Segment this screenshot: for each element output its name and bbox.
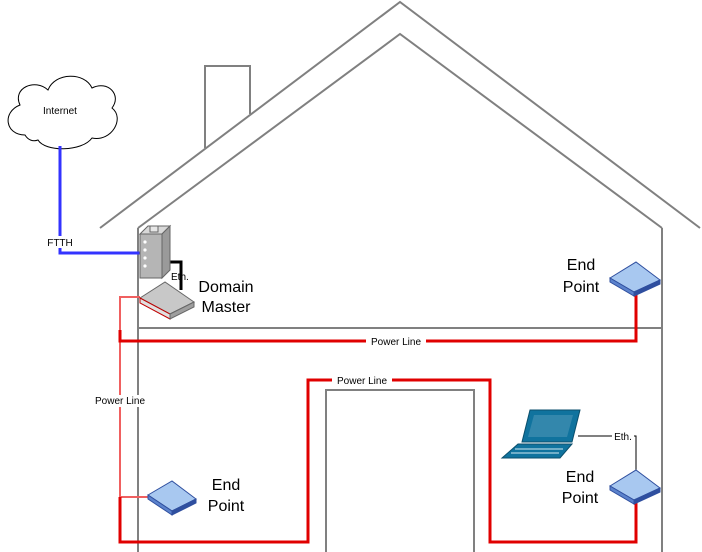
endpoint-lower-left-device	[147, 480, 197, 516]
ftth-label-bg	[44, 236, 76, 248]
endpoint-lower-right-side	[633, 487, 661, 505]
eth-master-line	[168, 260, 183, 290]
cloud-icon	[7, 75, 118, 150]
endpoint-lower-right-device	[609, 469, 661, 505]
endpoint-lower-left-line1: End	[212, 477, 240, 494]
laptop-screen-inner	[528, 415, 573, 437]
fiber-line	[58, 146, 140, 255]
tower-front	[139, 233, 163, 279]
domain-master-line2: Master	[202, 299, 252, 316]
power-line-lower	[118, 378, 638, 544]
master-router	[139, 281, 195, 320]
router-side	[169, 301, 195, 320]
endpoint-lower-left-side	[171, 498, 197, 516]
power-label-upper-bg	[366, 336, 426, 348]
endpoint-upper-line1: End	[567, 257, 595, 274]
eth-master-label: Eth.	[171, 272, 189, 283]
tower-cap	[149, 225, 159, 233]
house-door	[325, 389, 475, 552]
tower-led-2	[143, 248, 147, 252]
power-label-upper: Power Line	[371, 337, 421, 348]
tower-led-4	[143, 264, 147, 268]
power-line-upper	[118, 290, 638, 343]
house-chimney	[204, 65, 251, 148]
power-label-left-bg	[90, 395, 150, 407]
laptop-screen	[521, 409, 581, 443]
endpoint-upper-side	[633, 279, 661, 297]
endpoint-lower-right-line1: End	[566, 469, 594, 486]
cloud-label: Internet	[43, 106, 77, 117]
domain-master-line1: Domain	[198, 279, 253, 296]
ftth-link: FTTH	[44, 146, 140, 255]
power-label-left: Power Line	[95, 396, 145, 407]
tower-side	[161, 224, 171, 280]
power-label-middle: Power Line	[337, 376, 387, 387]
power-label-middle-bg	[332, 375, 392, 387]
tower-led-3	[143, 256, 147, 260]
eth-laptop-label-bg	[612, 430, 634, 442]
laptop	[500, 409, 581, 459]
endpoint-lower-right-line2: Point	[562, 490, 599, 507]
endpoint-upper-line2: Point	[563, 279, 600, 296]
master-tower	[138, 224, 172, 280]
house-roof-outer	[99, 0, 701, 229]
endpoint-lower-left-line2: Point	[208, 498, 245, 515]
house	[99, 0, 701, 552]
endpoint-upper-device	[609, 261, 661, 297]
eth-laptop-line	[578, 435, 637, 472]
internet-cloud: Internet	[7, 75, 118, 150]
eth-laptop-label: Eth.	[614, 432, 632, 443]
ftth-label: FTTH	[47, 238, 73, 249]
tower-led-1	[143, 240, 147, 244]
laptop-base	[500, 443, 574, 459]
house-roof-inner	[137, 32, 663, 229]
